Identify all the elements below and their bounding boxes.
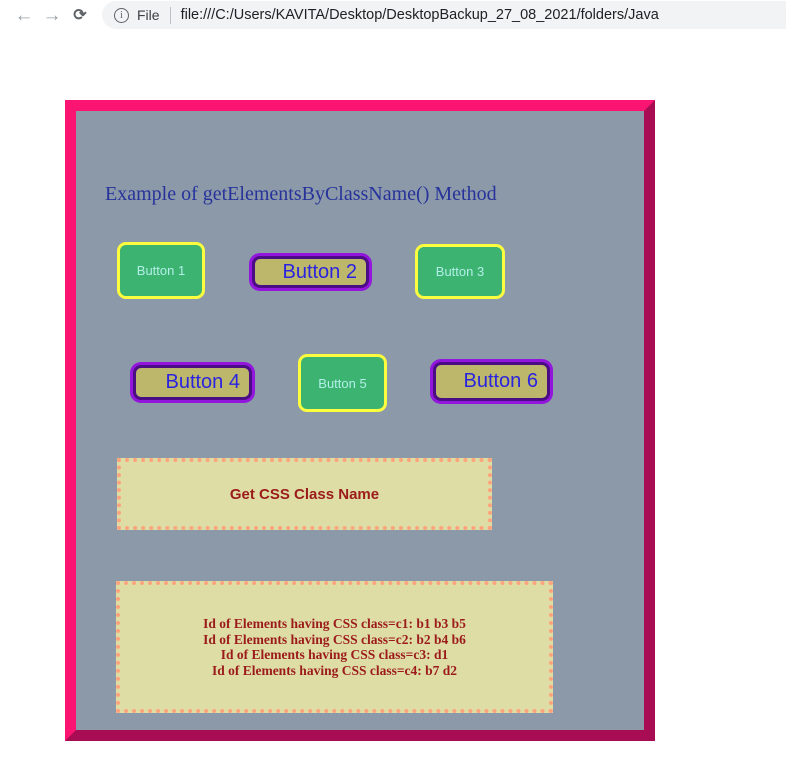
button-1[interactable]: Button 1 xyxy=(117,242,205,299)
page-title: Example of getElementsByClassName() Meth… xyxy=(105,183,497,205)
button-4[interactable]: Button 4 xyxy=(133,365,252,400)
reload-icon[interactable]: ⟳ xyxy=(73,7,87,24)
address-separator xyxy=(169,6,171,24)
demo-frame: Example of getElementsByClassName() Meth… xyxy=(65,100,655,741)
result-line: Id of Elements having CSS class=c4: b7 d… xyxy=(211,662,458,678)
back-icon[interactable]: ← xyxy=(14,4,34,26)
get-css-class-name-button[interactable]: Get CSS Class Name xyxy=(117,458,492,530)
forward-icon[interactable]: → xyxy=(42,4,62,26)
button-2[interactable]: Button 2 xyxy=(252,256,369,288)
browser-toolbar: ← → ⟳ i File file:///C:/Users/KAVITA/Des… xyxy=(0,0,786,30)
address-bar[interactable]: i File file:///C:/Users/KAVITA/Desktop/D… xyxy=(102,1,786,29)
results-panel: Id of Elements having CSS class=c1: b1 b… xyxy=(116,581,553,713)
address-url[interactable]: file:///C:/Users/KAVITA/Desktop/DesktopB… xyxy=(180,7,659,23)
result-line: Id of Elements having CSS class=c3: d1 xyxy=(220,647,449,662)
address-site-label: File xyxy=(137,7,160,23)
button-5[interactable]: Button 5 xyxy=(298,354,387,412)
info-icon[interactable]: i xyxy=(114,7,129,23)
result-line: Id of Elements having CSS class=c2: b2 b… xyxy=(203,631,466,647)
result-line: Id of Elements having CSS class=c1: b1 b… xyxy=(203,616,466,631)
button-3[interactable]: Button 3 xyxy=(415,244,505,299)
button-6[interactable]: Button 6 xyxy=(433,362,550,401)
